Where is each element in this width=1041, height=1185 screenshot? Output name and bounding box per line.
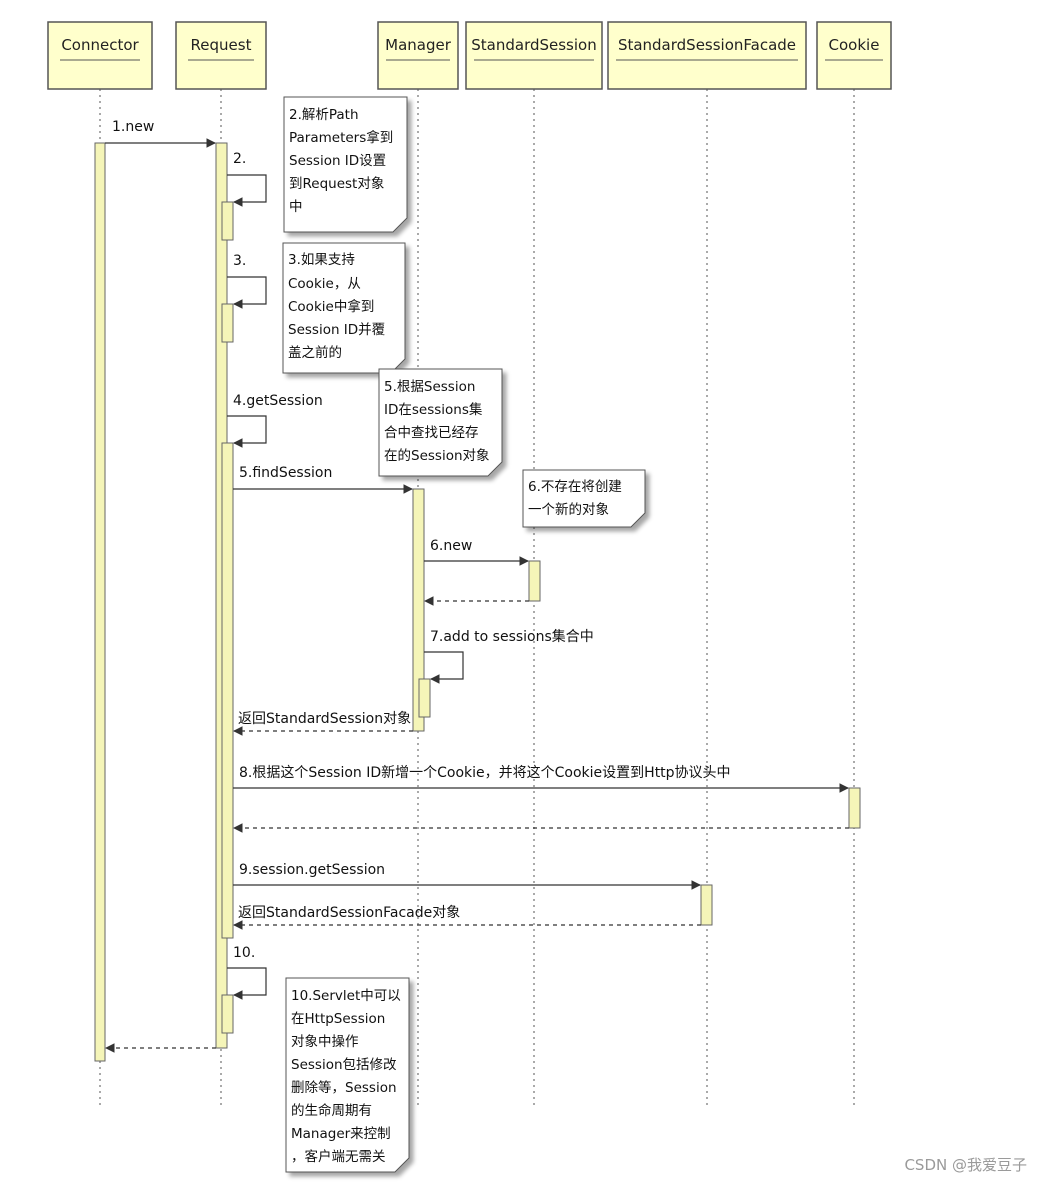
note-10-line-6: 的生命周期有	[291, 1102, 372, 1119]
message-arrow-2	[227, 174, 267, 207]
note-5-line-2: ID在sessions集	[384, 402, 483, 418]
message-label-10: 10.	[233, 945, 255, 961]
message-label-3: 3.	[233, 253, 246, 269]
note-3-line-4: Session ID并覆	[288, 322, 385, 338]
note-10-line-3: 对象中操作	[291, 1034, 359, 1050]
note-5-line-4: 在的Session对象	[384, 448, 490, 464]
participant-manager-label: Manager	[385, 36, 452, 54]
message-arrow-7	[424, 651, 464, 684]
message-arrow-3	[227, 276, 267, 309]
note-5-line-3: 合中查找已经存	[384, 425, 479, 441]
message-label-7: 7.add to sessions集合中	[430, 628, 594, 645]
participant-connector: Connector	[47, 21, 153, 90]
participant-cookie: Cookie	[816, 21, 892, 90]
note-10-line-2: 在HttpSession	[291, 1011, 385, 1027]
activation-standard-session	[528, 560, 541, 602]
note-2-line-3: Session ID设置	[289, 153, 386, 169]
note-10-line-8: ，客户端无需关	[291, 1148, 386, 1165]
activation-request-3	[221, 303, 234, 343]
activation-request-4	[221, 442, 234, 939]
message-label-2: 2.	[233, 151, 246, 167]
note-5-line-1: 5.根据Session	[384, 379, 475, 395]
note-6-line-2: 一个新的对象	[528, 502, 609, 518]
note-2-line-1: 2.解析Path	[289, 107, 359, 123]
watermark: CSDN @我爱豆子	[904, 1156, 1027, 1174]
note-6-line-1: 6.不存在将创建	[528, 479, 622, 495]
participant-manager: Manager	[377, 21, 459, 90]
note-5: 5.根据Session ID在sessions集 合中查找已经存 在的Sessi…	[378, 368, 503, 477]
note-2-line-2: Parameters拿到	[289, 129, 393, 146]
participant-request: Request	[175, 21, 267, 90]
note-2-line-5: 中	[289, 199, 303, 215]
note-6: 6.不存在将创建 一个新的对象	[522, 469, 646, 528]
message-arrow-10	[227, 967, 267, 1000]
note-3-line-5: 盖之前的	[288, 344, 342, 361]
activation-request-10	[221, 994, 234, 1034]
message-label-1: 1.new	[112, 119, 154, 135]
activation-request-2	[221, 201, 234, 241]
activation-standard-session-facade	[700, 884, 713, 926]
note-3-line-1: 3.如果支持	[288, 252, 355, 268]
activation-connector	[94, 142, 106, 1062]
note-10-line-7: Manager来控制	[291, 1126, 391, 1142]
message-label-4: 4.getSession	[233, 393, 323, 409]
note-3-line-2: Cookie，从	[288, 276, 361, 292]
note-10-line-4: Session包括修改	[291, 1057, 397, 1073]
activation-cookie	[848, 787, 861, 829]
message-arrow-4	[227, 415, 267, 448]
note-3-line-3: Cookie中拿到	[288, 298, 374, 315]
participant-standard-session: StandardSession	[465, 21, 603, 90]
message-label-return-5: 返回StandardSession对象	[238, 711, 411, 727]
message-label-5: 5.findSession	[239, 465, 332, 481]
note-3: 3.如果支持 Cookie，从 Cookie中拿到 Session ID并覆 盖…	[282, 242, 406, 374]
note-10-line-5: 删除等，Session	[291, 1079, 397, 1096]
participant-cookie-label: Cookie	[829, 36, 880, 54]
activation-manager-7	[418, 678, 431, 718]
activation-manager	[412, 488, 425, 732]
participant-request-label: Request	[191, 36, 252, 54]
note-2: 2.解析Path Parameters拿到 Session ID设置 到Requ…	[283, 96, 408, 233]
message-label-8: 8.根据这个Session ID新增一个Cookie，并将这个Cookie设置到…	[239, 764, 731, 781]
participant-standard-session-label: StandardSession	[471, 36, 596, 54]
message-label-return-9: 返回StandardSessionFacade对象	[238, 905, 460, 921]
note-10-line-1: 10.Servlet中可以	[291, 988, 401, 1004]
message-label-9: 9.session.getSession	[239, 862, 385, 878]
note-10: 10.Servlet中可以 在HttpSession 对象中操作 Session…	[285, 977, 410, 1173]
participant-standard-session-facade: StandardSessionFacade	[607, 21, 807, 90]
participant-connector-label: Connector	[61, 36, 139, 54]
note-2-line-4: 到Request对象	[289, 176, 384, 192]
message-label-6: 6.new	[430, 538, 472, 554]
participant-standard-session-facade-label: StandardSessionFacade	[618, 36, 796, 54]
